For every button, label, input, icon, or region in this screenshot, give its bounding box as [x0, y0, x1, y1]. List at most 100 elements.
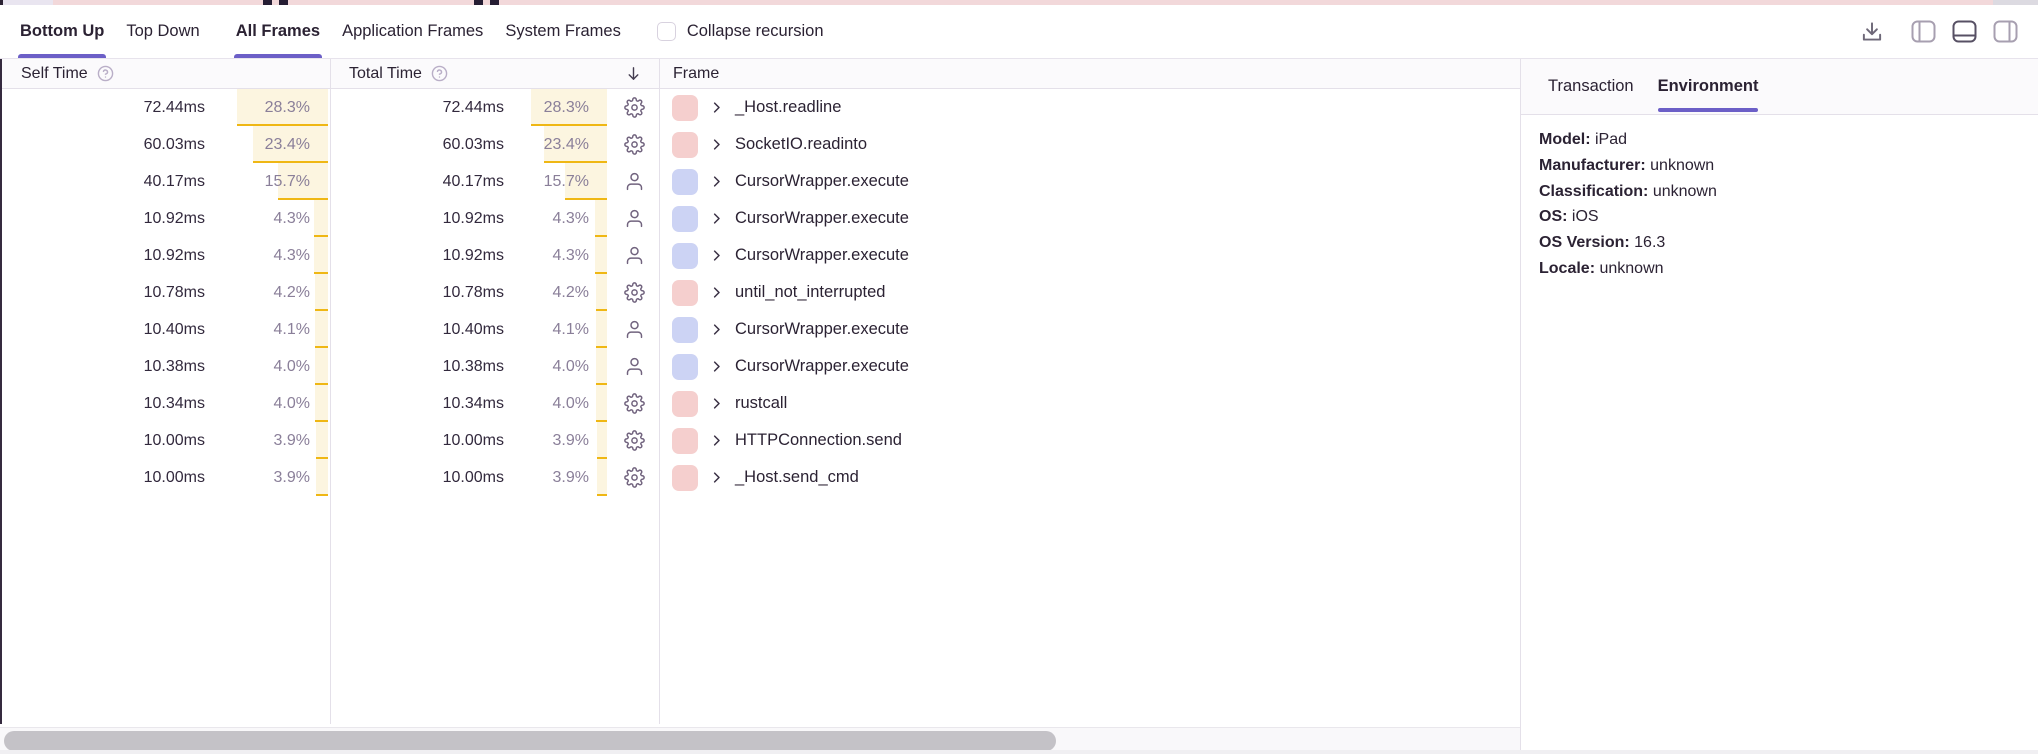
total-time-percent: 3.9% [552, 468, 589, 486]
self-time-percent: 3.9% [273, 431, 310, 449]
minimap-segment [53, 0, 1993, 5]
total-time-percent-cell: 15.7% [504, 163, 609, 200]
total-time-value: 60.03ms [442, 135, 504, 153]
frame-type-icon-slot [609, 274, 659, 311]
environment-value: 16.3 [1634, 234, 1666, 252]
column-header-label: Frame [673, 64, 720, 82]
chevron-right-icon[interactable] [709, 470, 724, 485]
self-time-percent: 4.3% [273, 209, 310, 227]
layout-left-panel-button[interactable] [1911, 20, 1936, 43]
percent-bar [596, 348, 607, 385]
percent-bar [315, 385, 328, 422]
frame-color-swatch [672, 353, 698, 380]
self-time-percent-cell: 4.3% [205, 200, 330, 237]
layout-right-panel-icon [1993, 20, 2018, 43]
table-row[interactable]: 10.34ms 4.0% 10.34ms 4.0% [0, 385, 1520, 422]
table-row[interactable]: 10.78ms 4.2% 10.78ms 4.2% [0, 274, 1520, 311]
percent-bar [315, 459, 328, 496]
layout-bottom-panel-button[interactable] [1952, 20, 1977, 43]
frame-type-icon-slot [609, 89, 659, 126]
chevron-right-icon[interactable] [709, 248, 724, 263]
environment-row: Locale: unknown [1539, 256, 2018, 282]
chevron-right-icon[interactable] [709, 211, 724, 226]
total-time-cell: 10.38ms 4.0% [330, 348, 659, 385]
table-row[interactable]: 10.00ms 3.9% 10.00ms 3.9% [0, 422, 1520, 459]
percent-bar [314, 311, 328, 348]
tab-system-frames[interactable]: System Frames [505, 5, 621, 58]
table-row[interactable]: 10.40ms 4.1% 10.40ms 4.1% [0, 311, 1520, 348]
person-icon [626, 320, 642, 339]
percent-bar [595, 237, 607, 274]
self-time-percent-cell: 15.7% [205, 163, 330, 200]
frame-type-icon-slot [609, 311, 659, 348]
total-time-value: 10.00ms [442, 431, 504, 449]
total-time-value: 10.34ms [442, 394, 504, 412]
chevron-right-icon[interactable] [709, 322, 724, 337]
tab-label: All Frames [235, 22, 321, 40]
collapse-recursion-toggle[interactable]: Collapse recursion [656, 22, 824, 41]
total-time-cell: 10.00ms 3.9% [330, 422, 659, 459]
total-time-percent: 4.1% [552, 320, 589, 338]
self-time-percent-cell: 4.1% [205, 311, 330, 348]
column-header-frame[interactable]: Frame [659, 59, 1520, 88]
environment-value: unknown [1652, 182, 1717, 200]
download-button[interactable] [1859, 19, 1885, 45]
self-time-value: 10.92ms [143, 209, 205, 227]
total-time-value: 10.38ms [442, 357, 504, 375]
self-time-cell: 60.03ms 23.4% [0, 126, 330, 163]
frame-type-icon-slot [609, 163, 659, 200]
percent-bar [277, 163, 328, 200]
scrollbar-thumb[interactable] [4, 731, 1056, 751]
frame-name: CursorWrapper.execute [735, 320, 909, 338]
frame-name: rustcall [735, 394, 788, 412]
table-row[interactable]: 10.00ms 3.9% 10.00ms 3.9% [0, 459, 1520, 496]
tab-environment[interactable]: Environment [1657, 59, 1758, 115]
self-time-value: 10.38ms [143, 357, 205, 375]
total-time-value: 10.78ms [442, 283, 504, 301]
table-row[interactable]: 10.92ms 4.3% 10.92ms 4.3% [0, 200, 1520, 237]
chevron-right-icon[interactable] [709, 433, 724, 448]
chevron-right-icon[interactable] [709, 285, 724, 300]
column-header-self-time[interactable]: Self Time [0, 59, 330, 88]
column-header-total-time[interactable]: Total Time [330, 59, 659, 88]
table-row[interactable]: 10.92ms 4.3% 10.92ms 4.3% [0, 237, 1520, 274]
frame-name: _Host.send_cmd [735, 468, 859, 486]
table-row[interactable]: 60.03ms 23.4% 60.03ms 23.4% [0, 126, 1520, 163]
help-circle-icon[interactable] [431, 65, 448, 82]
minimap-mark [490, 0, 499, 5]
flamegraph-minimap[interactable] [0, 0, 2038, 5]
table-row[interactable]: 10.38ms 4.0% 10.38ms 4.0% [0, 348, 1520, 385]
total-time-percent-cell: 3.9% [504, 459, 609, 496]
help-circle-icon[interactable] [97, 65, 114, 82]
percent-bar [595, 274, 607, 311]
tab-application-frames[interactable]: Application Frames [342, 5, 483, 58]
frame-name: CursorWrapper.execute [735, 209, 909, 227]
self-time-percent: 4.1% [273, 320, 310, 338]
chevron-right-icon[interactable] [709, 359, 724, 374]
self-time-cell: 10.78ms 4.2% [0, 274, 330, 311]
self-time-percent-cell: 3.9% [205, 459, 330, 496]
tab-bottom-up[interactable]: Bottom Up [17, 5, 107, 58]
tab-top-down[interactable]: Top Down [126, 5, 199, 58]
chevron-right-icon[interactable] [709, 100, 724, 115]
chevron-right-icon[interactable] [709, 396, 724, 411]
tab-all-frames[interactable]: All Frames [233, 5, 323, 58]
table-row[interactable]: 72.44ms 28.3% 72.44ms 28.3% [0, 89, 1520, 126]
self-time-cell: 72.44ms 28.3% [0, 89, 330, 126]
chevron-right-icon[interactable] [709, 174, 724, 189]
percent-bar [595, 200, 607, 237]
table-row[interactable]: 40.17ms 15.7% 40.17ms 15.7% [0, 163, 1520, 200]
self-time-value: 10.00ms [143, 468, 205, 486]
gear-icon [623, 393, 645, 414]
layout-right-panel-button[interactable] [1993, 20, 2018, 43]
collapse-recursion-checkbox[interactable] [656, 22, 676, 41]
self-time-value: 60.03ms [143, 135, 205, 153]
tab-label: Transaction [1548, 77, 1634, 95]
percent-bar [315, 422, 328, 459]
horizontal-scrollbar[interactable] [0, 727, 1520, 754]
tab-transaction[interactable]: Transaction [1548, 59, 1634, 115]
chevron-right-icon[interactable] [709, 137, 724, 152]
column-header-label: Total Time [349, 64, 422, 82]
self-time-percent: 4.2% [273, 283, 310, 301]
self-time-cell: 10.34ms 4.0% [0, 385, 330, 422]
